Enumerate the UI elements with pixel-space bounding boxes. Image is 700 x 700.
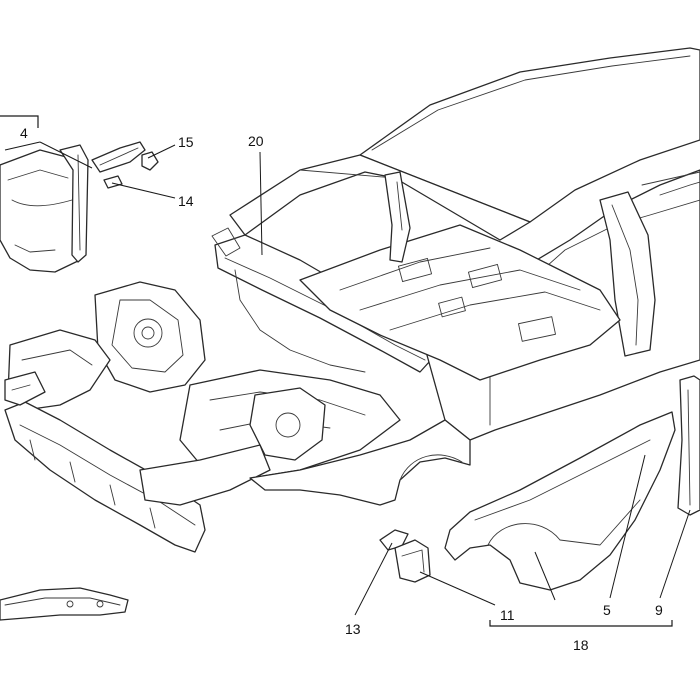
front-fender-part-18 (444, 411, 676, 591)
callout-13: 13 (345, 621, 361, 637)
inner-panel-top-left (0, 144, 89, 273)
clip-part-14 (103, 175, 123, 189)
callout-14: 14 (178, 193, 194, 209)
callout-15: 15 (178, 134, 194, 150)
body-shell (4, 47, 700, 553)
callout-9: 9 (655, 602, 663, 618)
callout-labels: 4 15 14 20 13 11 5 9 18 (20, 125, 663, 653)
callout-5: 5 (603, 602, 611, 618)
bracket-part-11 (394, 539, 431, 583)
callout-11: 11 (500, 607, 515, 623)
leader-lines (0, 115, 691, 627)
callout-20: 20 (248, 133, 264, 149)
lower-rail-left (0, 587, 129, 621)
bracket-part-15 (91, 141, 159, 173)
callout-4: 4 (20, 125, 28, 141)
trim-part-9 (677, 375, 700, 516)
callout-18: 18 (573, 637, 589, 653)
